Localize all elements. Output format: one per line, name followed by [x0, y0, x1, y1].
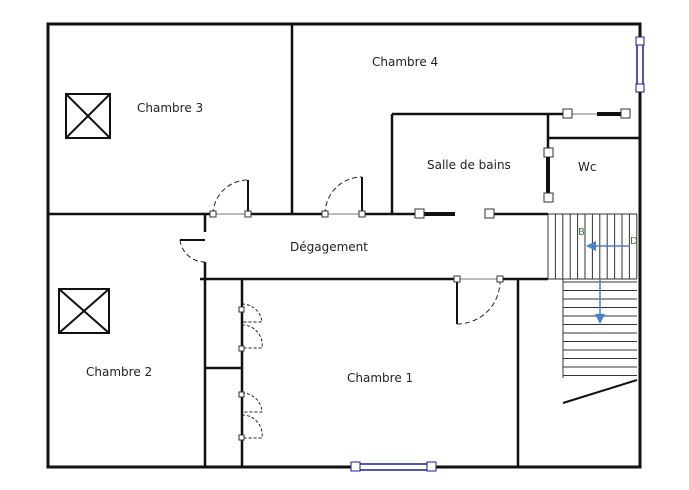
window-ch1 — [355, 463, 433, 471]
door-openings — [213, 113, 597, 280]
room-label-wc: Wc — [578, 160, 596, 174]
handle — [453, 275, 461, 283]
door-arc-ch3 — [212, 179, 249, 215]
room-label-chambre-3: Chambre 3 — [137, 101, 203, 115]
outer-walls — [46, 22, 642, 469]
outer-wall — [46, 22, 642, 469]
closet-door-3 — [241, 392, 263, 413]
staircase — [547, 213, 638, 378]
handle — [562, 108, 573, 119]
window-ch4 — [636, 40, 644, 90]
handle — [496, 275, 504, 283]
door-arc-ch4 — [324, 176, 363, 215]
handle — [321, 210, 329, 218]
window-handle — [635, 83, 645, 93]
closet-doors — [241, 303, 263, 439]
stair-arrows — [586, 241, 630, 324]
handle — [238, 391, 245, 398]
interior-walls — [48, 24, 640, 467]
handle — [543, 192, 554, 203]
handle — [543, 147, 554, 158]
stair-arrow-head — [595, 314, 605, 324]
handle — [414, 208, 425, 219]
handle — [209, 210, 217, 218]
window-handle — [350, 461, 361, 472]
closet-door-1 — [241, 303, 263, 323]
window-handle — [426, 461, 437, 472]
skylight-ch2 — [58, 288, 110, 334]
room-label-chambre-1: Chambre 1 — [347, 371, 413, 385]
stair-mark-d: D — [630, 236, 638, 247]
room-label-degagement: Dégagement — [290, 240, 368, 254]
door-arcs — [179, 176, 501, 325]
handle — [238, 345, 245, 352]
closet-door-2 — [241, 324, 263, 349]
room-label-salle-de-bains: Salle de bains — [427, 158, 511, 172]
door-arc-ch1 — [456, 278, 501, 325]
handle — [484, 208, 495, 219]
window-handle — [635, 36, 645, 46]
handle — [244, 210, 252, 218]
skylight-ch3 — [65, 93, 111, 139]
handle — [620, 108, 631, 119]
windows — [350, 36, 645, 472]
skylights — [58, 93, 111, 334]
stair-landing — [562, 379, 638, 404]
stair-mark-b: B — [578, 227, 585, 238]
room-label-chambre-4: Chambre 4 — [372, 55, 438, 69]
door-leaves — [180, 177, 458, 324]
closet-door-4 — [241, 414, 263, 439]
handles — [209, 108, 631, 441]
room-label-chambre-2: Chambre 2 — [86, 365, 152, 379]
stair-arrow-head — [586, 241, 596, 251]
stair-landing-line — [562, 379, 638, 404]
door-frames — [420, 112, 622, 216]
handle — [358, 210, 366, 218]
handle — [238, 306, 245, 313]
handle — [238, 434, 245, 441]
door-arc-ch2 — [179, 239, 206, 263]
